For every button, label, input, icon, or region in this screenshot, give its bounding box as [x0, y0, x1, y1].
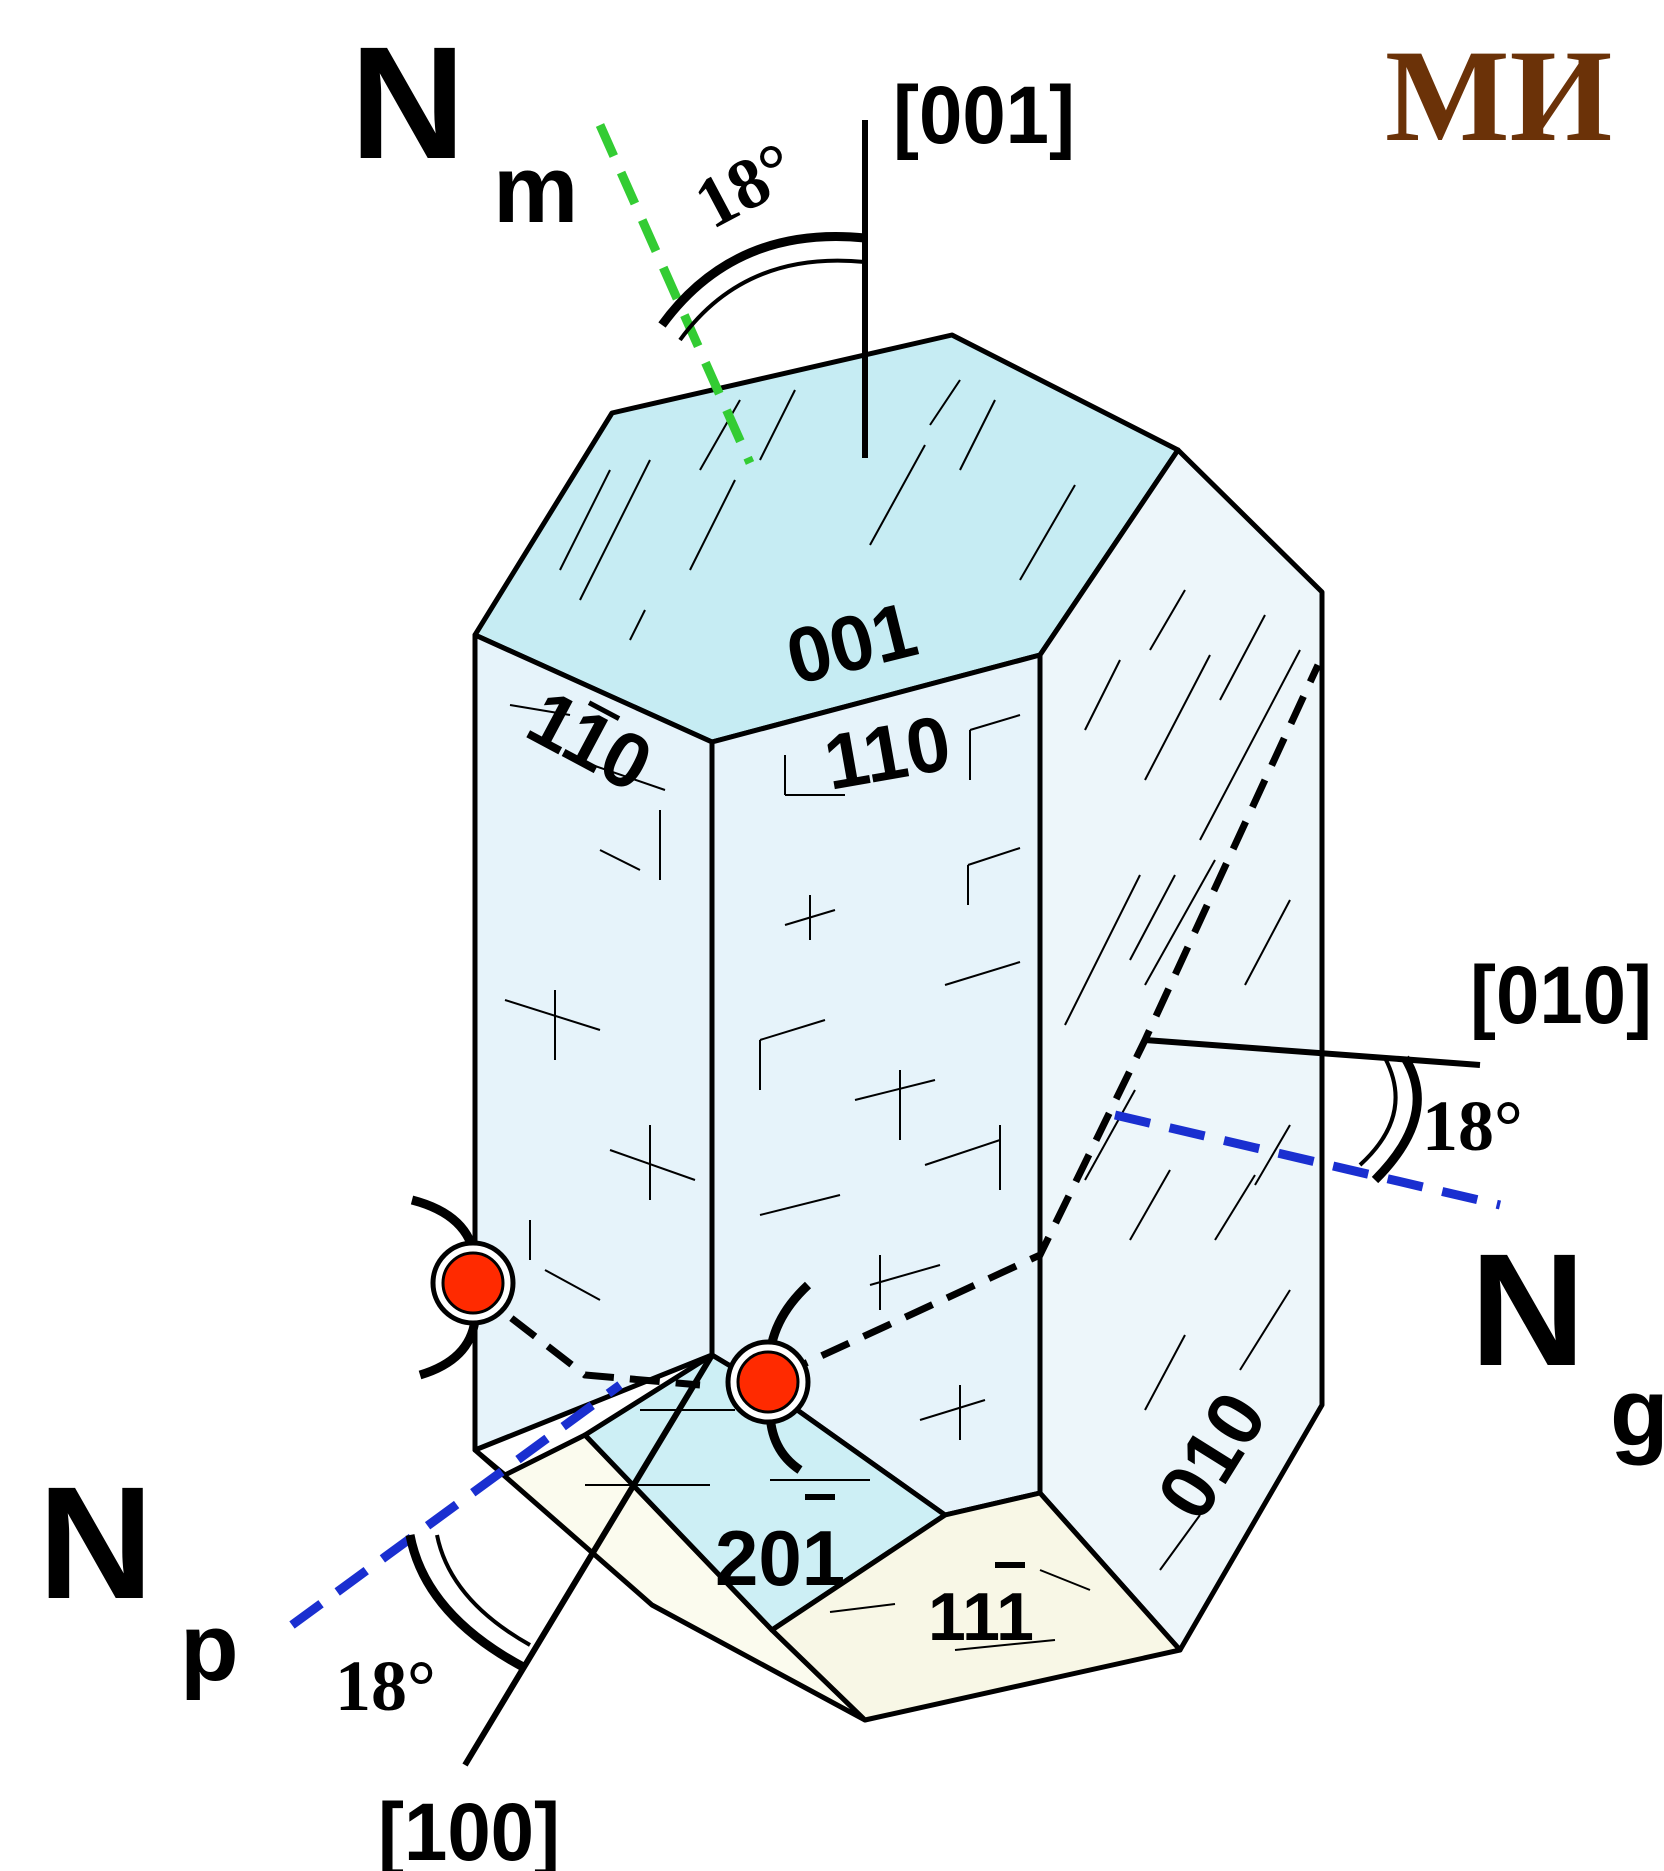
- angle-arc-ng: [1358, 1055, 1422, 1184]
- face-11-1-digits: 111: [928, 1579, 1034, 1655]
- face-20-1-digits: 201: [715, 1514, 845, 1602]
- ng-letter: N: [1470, 1220, 1586, 1399]
- nm-line: [595, 123, 755, 465]
- face-11-1: [769, 1490, 1183, 1723]
- angle-ng-label: 18°: [1422, 1086, 1523, 1166]
- ng-subscript: g: [1610, 1359, 1664, 1466]
- optic-axis-dot-right: [725, 1339, 811, 1425]
- nm-letter: N: [350, 13, 466, 192]
- face-20-1-label: 201: [715, 1494, 845, 1602]
- crystal-body: [472, 332, 1325, 1723]
- axis-010-label: [010]: [1470, 950, 1652, 1041]
- face-1-10-label: 1 1 0: [514, 672, 666, 809]
- optic-axis-dashes: [472, 663, 1322, 1389]
- np-subscript: p: [180, 1594, 239, 1701]
- nm-subscript: m: [493, 136, 578, 243]
- np-letter: N: [38, 1453, 154, 1632]
- axis-001-label: [001]: [893, 70, 1075, 161]
- angle-arc-np: [405, 1534, 531, 1672]
- axis-100-label: [100]: [378, 1787, 560, 1871]
- np-line: [289, 1381, 623, 1629]
- face-1-10-overbar: [587, 700, 621, 721]
- cleavage-hatching: [504, 379, 1301, 1651]
- axis-100-line: [462, 1353, 715, 1767]
- face-20-1: [582, 1352, 948, 1633]
- angle-np-label: 18°: [335, 1646, 436, 1726]
- optic-axis-dot-left: [430, 1240, 516, 1326]
- axis-010-line: [1144, 1037, 1481, 1068]
- ng-line: [1113, 1110, 1502, 1210]
- face-11-1-label: 111: [928, 1562, 1034, 1655]
- face-110-label: 110: [818, 698, 957, 807]
- angle-arc-nm: [658, 232, 866, 342]
- angle-nm-label: 18°: [682, 126, 809, 244]
- title-fragment: МИ: [1385, 22, 1612, 169]
